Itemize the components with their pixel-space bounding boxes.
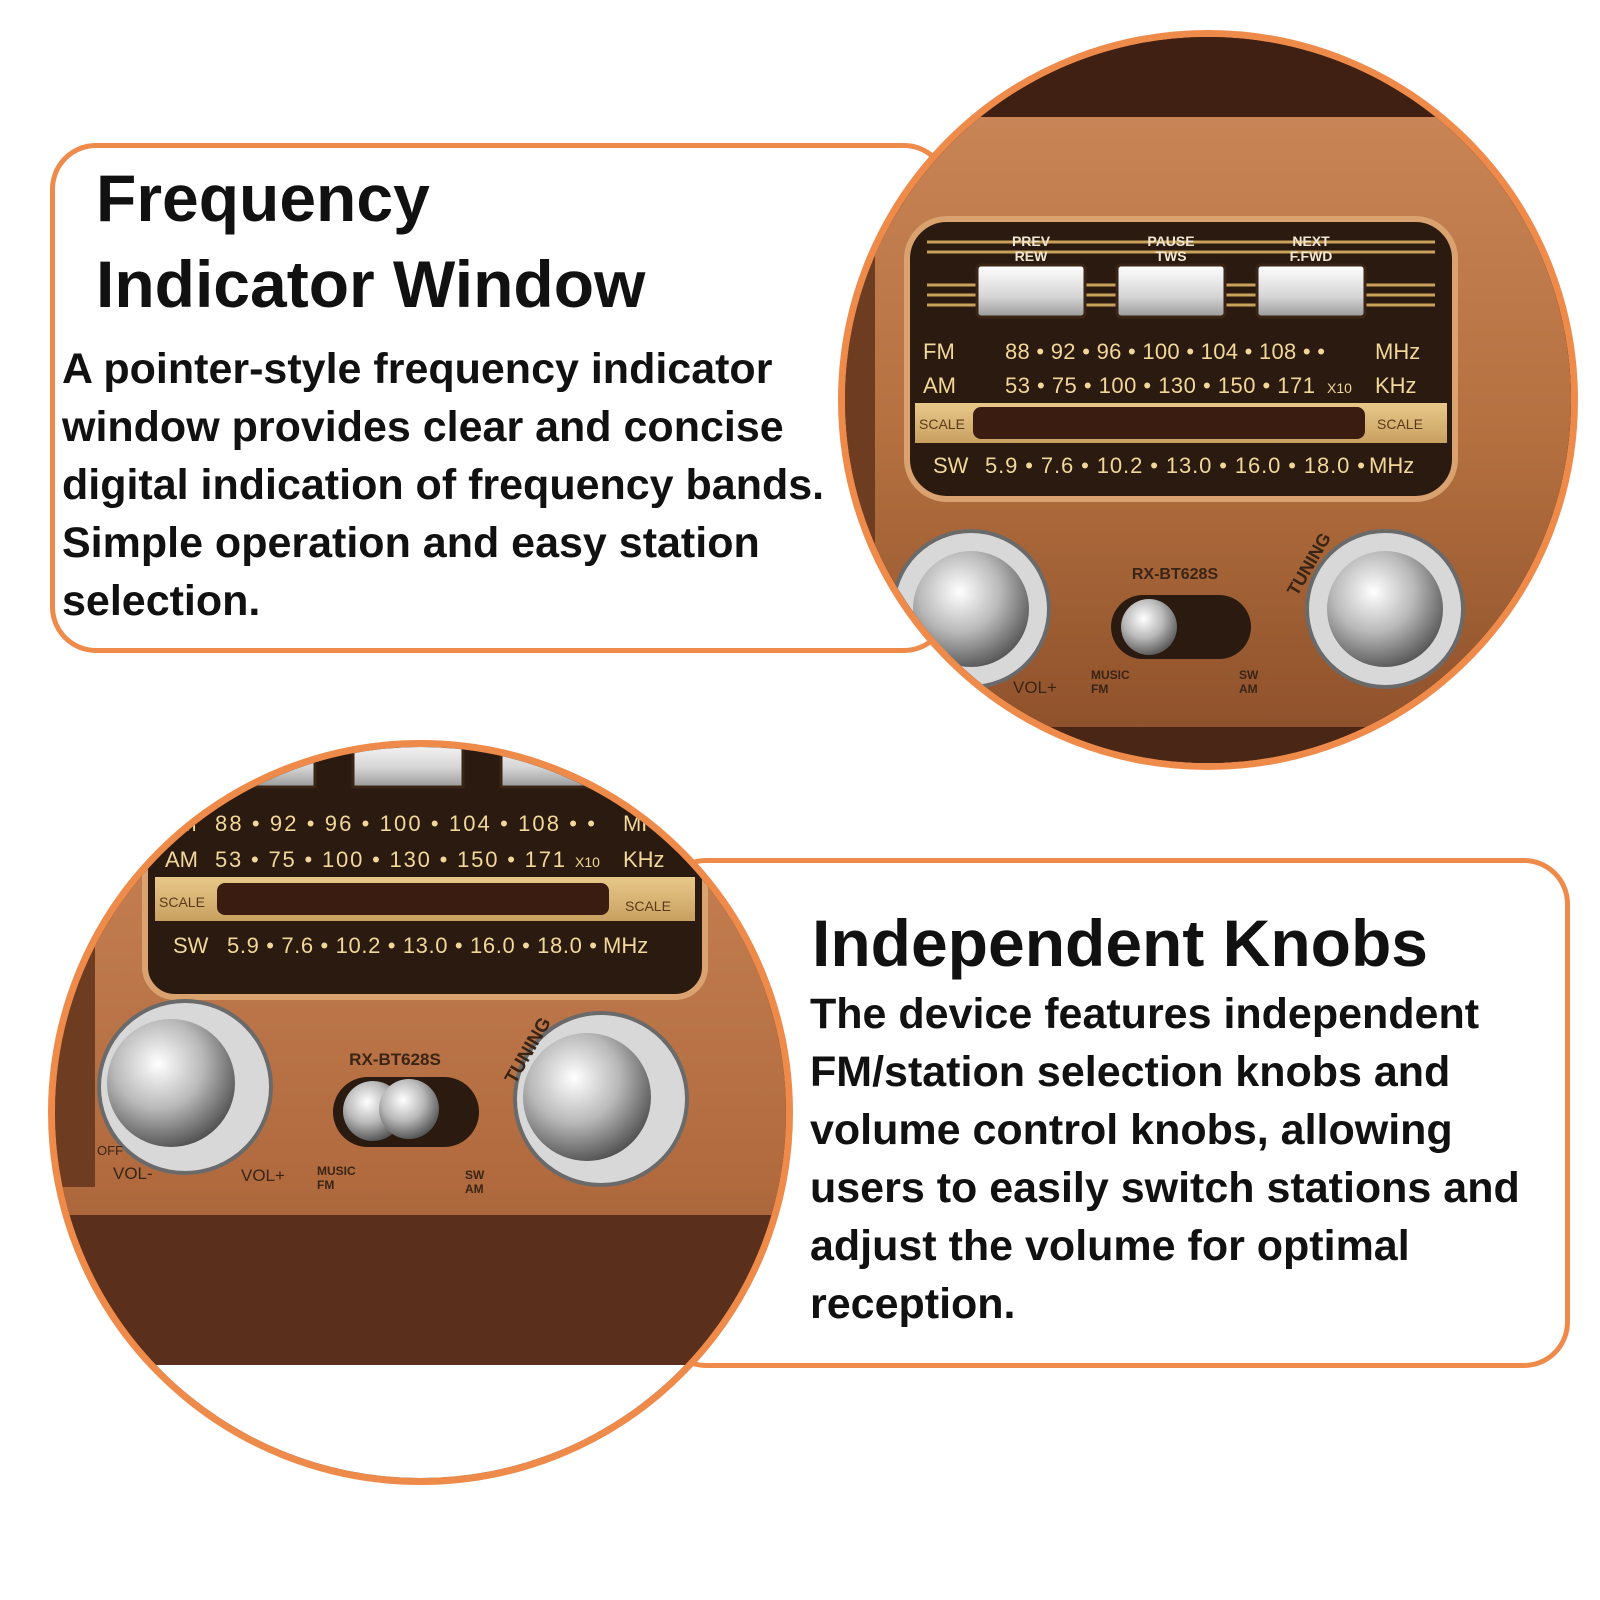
scale-label-left-2: SCALE	[159, 894, 205, 910]
vol-minus-label: VOL-	[113, 1164, 153, 1183]
sw-unit-2: MHz	[603, 933, 648, 958]
rew-label: REW	[1015, 248, 1048, 264]
next-label: NEXT	[1292, 233, 1330, 249]
am-scale-2: 53 • 75 • 100 • 130 • 150 • 171	[215, 847, 565, 872]
radio-knobs-closeup: FM 88 • 92 • 96 • 100 • 104 • 108 • • MH…	[48, 740, 793, 1485]
sw-band-label: SW	[933, 453, 969, 478]
off-label: OFF	[97, 1143, 123, 1158]
independent-knobs-panel	[660, 858, 1570, 1368]
pause-button[interactable]	[1115, 263, 1227, 319]
tws-label: TWS	[1155, 248, 1186, 264]
vol-plus-label: VOL+	[1013, 678, 1057, 697]
frequency-window-description: A pointer-style frequency indicator wind…	[62, 345, 825, 625]
am-unit-2: KHz	[623, 847, 665, 872]
sw-scale: 5.9 • 7.6 • 10.2 • 13.0 • 16.0 • 18.0 •	[985, 453, 1365, 478]
music-label-2: MUSIC	[317, 1164, 356, 1178]
model-label-2: RX-BT628S	[349, 1050, 441, 1069]
sw-switch-label: SW	[1239, 668, 1259, 682]
model-label: RX-BT628S	[1132, 566, 1219, 583]
pause-label: PAUSE	[1147, 233, 1194, 249]
prev-label: PREV	[1012, 233, 1051, 249]
scale-label-left: SCALE	[919, 416, 965, 432]
radio-knobs-illustration: FM 88 • 92 • 96 • 100 • 104 • 108 • • MH…	[55, 747, 786, 1478]
am-switch-label-2: AM	[465, 1182, 484, 1196]
fm-unit-2: MHz	[623, 811, 668, 836]
am-multiplier: X10	[1327, 380, 1352, 396]
frequency-window-title: Frequency Indicator Window	[96, 155, 796, 327]
radio-dial-closeup: PREV REW PAUSE TWS NEXT F.FWD FM 88 • 92…	[838, 30, 1578, 770]
independent-knobs-title: Independent Knobs	[812, 906, 1428, 980]
band-switch[interactable]	[1121, 599, 1177, 655]
tuning-pointer-track-2	[217, 883, 609, 915]
am-band-label-2: AM	[165, 847, 198, 872]
pause-button-2[interactable]	[351, 747, 465, 789]
fm-unit: MHz	[1375, 339, 1420, 364]
am-band-label: AM	[923, 373, 956, 398]
rew-button[interactable]	[203, 747, 317, 789]
am-multiplier-2: X10	[575, 854, 600, 870]
am-unit: KHz	[1375, 373, 1417, 398]
title-line-2: Indicator Window	[96, 247, 646, 321]
frequency-window-panel	[50, 143, 950, 653]
fm-scale-2: 88 • 92 • 96 • 100 • 104 • 108 • •	[215, 811, 595, 836]
sw-unit: MHz	[1369, 453, 1414, 478]
scale-label-right-2: SCALE	[625, 898, 671, 914]
sw-switch-label-2: SW	[465, 1168, 485, 1182]
fm-band-label-2: FM	[165, 811, 197, 836]
fm-switch-label-2: FM	[317, 1178, 334, 1192]
independent-knobs-description: The device features independent FM/stati…	[810, 990, 1520, 1328]
scale-label-right: SCALE	[1377, 416, 1423, 432]
ffwd-label: F.FWD	[1290, 248, 1333, 264]
vol-plus-label-2: VOL+	[241, 1166, 285, 1185]
tuning-pointer-track	[973, 407, 1365, 439]
ffwd-button[interactable]	[499, 747, 613, 789]
sw-scale-2: 5.9 • 7.6 • 10.2 • 13.0 • 16.0 • 18.0 •	[227, 933, 597, 958]
fm-band-label: FM	[923, 339, 955, 364]
fm-switch-label: FM	[1091, 682, 1108, 696]
sw-band-label-2: SW	[173, 933, 209, 958]
next-button[interactable]	[1255, 263, 1367, 319]
title-line-1: Frequency	[96, 161, 430, 235]
radio-dial-illustration: PREV REW PAUSE TWS NEXT F.FWD FM 88 • 92…	[845, 37, 1571, 763]
music-label: MUSIC	[1091, 668, 1130, 682]
am-scale: 53 • 75 • 100 • 130 • 150 • 171	[1005, 373, 1315, 398]
am-switch-label: AM	[1239, 682, 1258, 696]
prev-button[interactable]	[975, 263, 1087, 319]
fm-scale: 88 • 92 • 96 • 100 • 104 • 108 • •	[1005, 339, 1325, 364]
